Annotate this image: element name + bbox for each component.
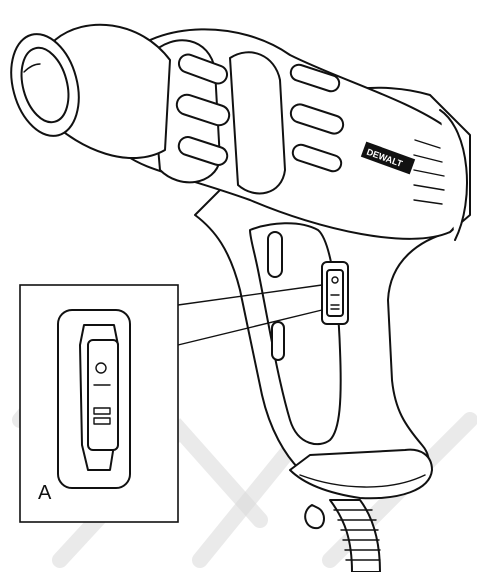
callout-leader — [177, 284, 323, 346]
callout-label-a: A — [38, 482, 52, 504]
nozzle — [10, 23, 171, 159]
barrel — [119, 28, 468, 241]
rocker-switch — [321, 261, 349, 325]
callout-box — [19, 284, 179, 523]
power-cord — [304, 499, 381, 572]
